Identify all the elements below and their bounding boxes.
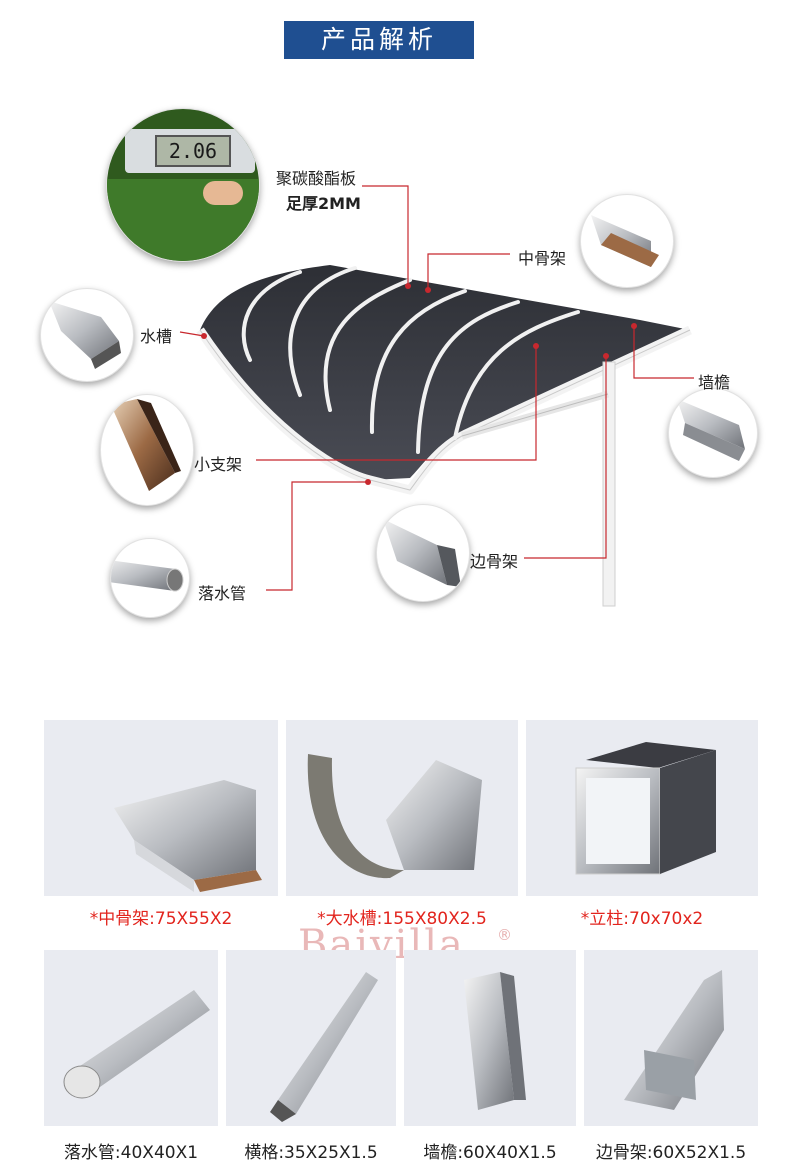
caption-edge-frame: 边骨架:60X52X1.5 — [595, 1143, 747, 1163]
large-gutter-profile-icon — [307, 754, 482, 879]
wall-eave-circle — [668, 388, 758, 478]
downpipe-circle — [110, 538, 190, 618]
polycarbonate-panel — [200, 265, 690, 480]
caption-large-gutter: *大水槽:155X80X2.5 — [317, 909, 487, 929]
product-photo-edge-frame — [584, 950, 758, 1126]
label-gutter: 水槽 — [140, 327, 173, 346]
label-downpipe: 落水管 — [198, 584, 247, 603]
product-photo-square-post — [526, 720, 758, 896]
label-small-bracket: 小支架 — [194, 455, 243, 474]
label-thickness: 足厚2MM — [286, 194, 361, 213]
gutter-circle — [40, 288, 134, 382]
registered-mark: ® — [497, 926, 512, 944]
product-photo-crossbar — [226, 950, 396, 1126]
caption-crossbar: 横格:35X25X1.5 — [244, 1143, 378, 1163]
small-bracket-circle — [100, 394, 194, 506]
canopy-diagram — [179, 185, 694, 607]
caption-wall-eave: 墙檐:60X40X1.5 — [423, 1143, 557, 1163]
caliper-photo: 2.06 — [106, 108, 260, 262]
square-post-profile-icon — [575, 742, 716, 875]
product-photo-wall-eave — [404, 950, 576, 1126]
gutter-icon — [49, 301, 121, 369]
wall-eave-profile-icon — [464, 972, 526, 1110]
section-title: 产品解析 — [284, 21, 474, 59]
edge-frame-circle — [376, 504, 470, 602]
product-photo-downpipe — [44, 950, 218, 1126]
caption-middle-frame: *中骨架:75X55X2 — [89, 909, 233, 929]
caption-downpipe: 落水管:40X40X1 — [63, 1143, 199, 1163]
downpipe-tube-icon — [63, 990, 210, 1099]
product-photo-middle-frame — [44, 720, 278, 896]
small-bracket-icon — [111, 399, 181, 491]
product-photo-large-gutter — [286, 720, 518, 896]
label-edge-frame: 边骨架 — [470, 552, 519, 571]
finger — [203, 181, 243, 205]
wall-eave-icon — [677, 399, 745, 461]
downpipe-icon — [111, 560, 184, 592]
edge-frame-icon — [383, 519, 461, 587]
caption-square-post: *立柱:70x70x2 — [580, 909, 704, 929]
label-polycarbonate: 聚碳酸酯板 — [276, 169, 357, 188]
caliper-readout: 2.06 — [155, 135, 231, 167]
label-wall-eave: 墙檐 — [698, 373, 731, 392]
middle-frame-circle — [580, 194, 674, 288]
label-middle-frame: 中骨架 — [518, 249, 567, 268]
middle-frame-icon — [591, 215, 659, 267]
crossbar-profile-icon — [270, 972, 378, 1122]
edge-frame-profile-icon — [624, 970, 724, 1110]
middle-frame-profile-icon — [114, 780, 262, 892]
